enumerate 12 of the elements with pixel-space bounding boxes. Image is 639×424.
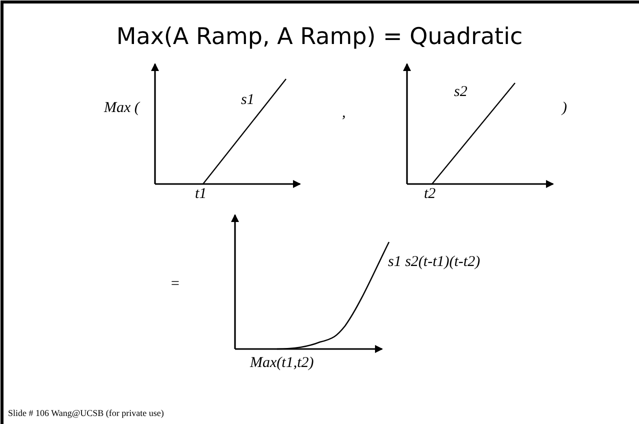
comma-symbol: , xyxy=(342,106,346,121)
axis-tick-label: Max(t1,t2) xyxy=(250,356,314,371)
slope-label: s1 xyxy=(241,93,254,108)
axis-tick-label: t2 xyxy=(424,187,436,202)
function-label: Max ( xyxy=(104,101,140,116)
slope-label: s2 xyxy=(454,85,468,100)
equals-sign: = xyxy=(170,277,180,292)
parenthesis-symbol: ) xyxy=(562,101,567,116)
slide-footer: Slide # 106 Wang@UCSB (for private use) xyxy=(8,408,164,418)
axis-tick-label: t1 xyxy=(195,187,207,202)
slide-title: Max(A Ramp, A Ramp) = Quadratic xyxy=(115,26,524,49)
formula-label: s1 s2(t-t1)(t-t2) xyxy=(388,255,480,270)
